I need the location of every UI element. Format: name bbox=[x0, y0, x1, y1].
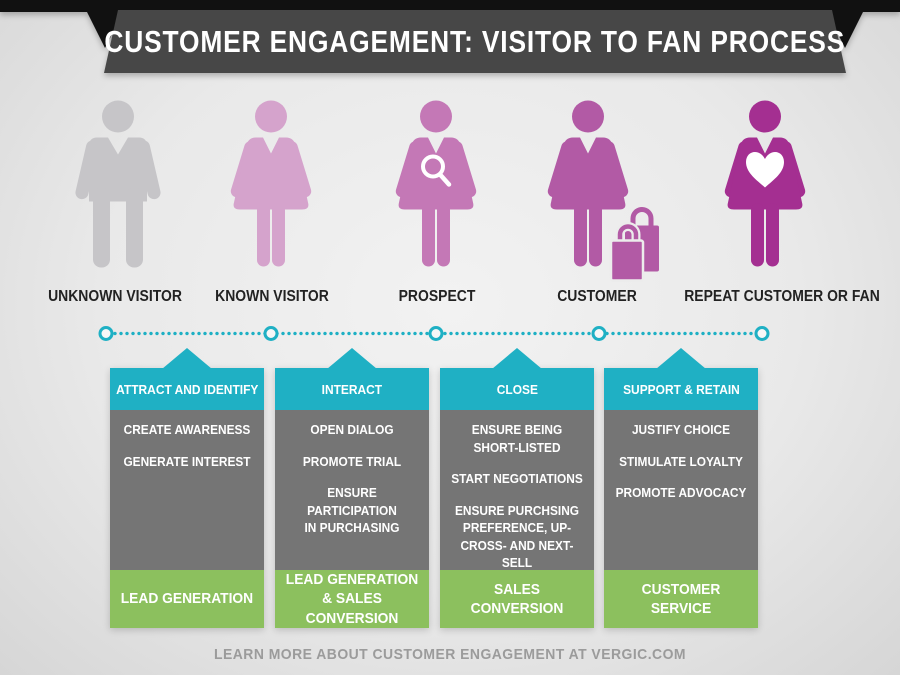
phase-column-close: CLOSE ENSURE BEING SHORT-LISTED START NE… bbox=[440, 347, 594, 628]
stage-label-known-visitor: KNOWN VISITOR bbox=[215, 288, 329, 305]
page-title: CUSTOMER ENGAGEMENT: VISITOR TO FAN PROC… bbox=[104, 24, 846, 59]
person-female-icon bbox=[395, 100, 477, 267]
top-black-strip bbox=[0, 0, 900, 12]
column-pointer-icon bbox=[327, 348, 377, 369]
title-ribbon bbox=[0, 0, 900, 73]
heart-icon bbox=[746, 151, 784, 188]
shopping-bags-icon bbox=[609, 207, 659, 282]
ribbon-fold-right bbox=[826, 10, 864, 48]
stage-figure-prospect bbox=[371, 99, 501, 290]
timeline-dot bbox=[428, 326, 444, 341]
stage-figure-customer bbox=[523, 99, 671, 290]
phase-footer: LEAD GENERATION bbox=[110, 570, 264, 628]
stage-figure-repeat-customer bbox=[700, 99, 830, 290]
phase-header: ATTRACT AND IDENTIFY bbox=[110, 368, 264, 410]
phase-body: CREATE AWARENESS GENERATE INTEREST bbox=[110, 410, 264, 570]
magnifier-icon bbox=[421, 154, 452, 187]
phase-body: JUSTIFY CHOICE STIMULATE LOYALTY PROMOTE… bbox=[604, 410, 758, 570]
phase-item: GENERATE INTEREST bbox=[123, 454, 251, 469]
ribbon-fold-left bbox=[86, 10, 124, 48]
column-pointer-icon bbox=[492, 348, 542, 369]
column-pointer-icon bbox=[656, 348, 706, 369]
phase-item: START NEGOTIATIONS bbox=[451, 472, 583, 486]
person-female-icon bbox=[724, 100, 806, 267]
phase-item: PROMOTE ADVOCACY bbox=[615, 486, 747, 500]
phase-item: ENSURE BEING SHORT-LISTED bbox=[471, 423, 563, 455]
timeline-dot bbox=[754, 326, 770, 341]
phase-item: STIMULATE LOYALTY bbox=[619, 454, 743, 469]
phase-body: OPEN DIALOG PROMOTE TRIAL ENSURE PARTICI… bbox=[275, 410, 429, 570]
phase-item: PROMOTE TRIAL bbox=[302, 454, 402, 469]
phase-header: SUPPORT & RETAIN bbox=[604, 368, 758, 410]
phase-item: ENSURE PARTICIPATION IN PURCHASING bbox=[304, 486, 400, 535]
stage-label-customer: CUSTOMER bbox=[557, 288, 637, 305]
person-female-icon bbox=[230, 100, 312, 267]
person-male-icon bbox=[75, 100, 161, 268]
phase-footer: SALES CONVERSION bbox=[440, 570, 594, 628]
phase-item: CREATE AWARENESS bbox=[123, 423, 251, 437]
phase-column-attract: ATTRACT AND IDENTIFY CREATE AWARENESS GE… bbox=[110, 347, 264, 628]
phase-item: JUSTIFY CHOICE bbox=[631, 423, 731, 437]
phase-column-interact: INTERACT OPEN DIALOG PROMOTE TRIAL ENSUR… bbox=[275, 347, 429, 628]
phase-body: ENSURE BEING SHORT-LISTED START NEGOTIAT… bbox=[440, 410, 594, 570]
stage-figure-unknown-visitor bbox=[63, 99, 173, 290]
stage-label-repeat-customer: REPEAT CUSTOMER OR FAN bbox=[684, 288, 880, 305]
phase-column-support: SUPPORT & RETAIN JUSTIFY CHOICE STIMULAT… bbox=[604, 347, 758, 628]
timeline-dot bbox=[98, 326, 114, 341]
person-female-icon bbox=[547, 100, 659, 282]
phase-footer: LEAD GENERATION & SALES CONVERSION bbox=[275, 570, 429, 628]
stage-label-unknown-visitor: UNKNOWN VISITOR bbox=[48, 288, 182, 305]
phase-item: ENSURE PURCHSING PREFERENCE, UP- CROSS- … bbox=[454, 503, 580, 571]
stage-label-prospect: PROSPECT bbox=[398, 288, 476, 305]
ribbon-banner bbox=[104, 10, 846, 73]
phase-footer: CUSTOMER SERVICE bbox=[604, 570, 758, 628]
phase-header: INTERACT bbox=[275, 368, 429, 410]
footer-note: LEARN MORE ABOUT CUSTOMER ENGAGEMENT AT … bbox=[213, 646, 686, 663]
phase-header: CLOSE bbox=[440, 368, 594, 410]
timeline-dot bbox=[591, 326, 607, 341]
stage-figure-known-visitor bbox=[206, 99, 336, 290]
phase-item: OPEN DIALOG bbox=[310, 423, 394, 437]
column-pointer-icon bbox=[162, 348, 212, 369]
timeline-dot bbox=[263, 326, 279, 341]
